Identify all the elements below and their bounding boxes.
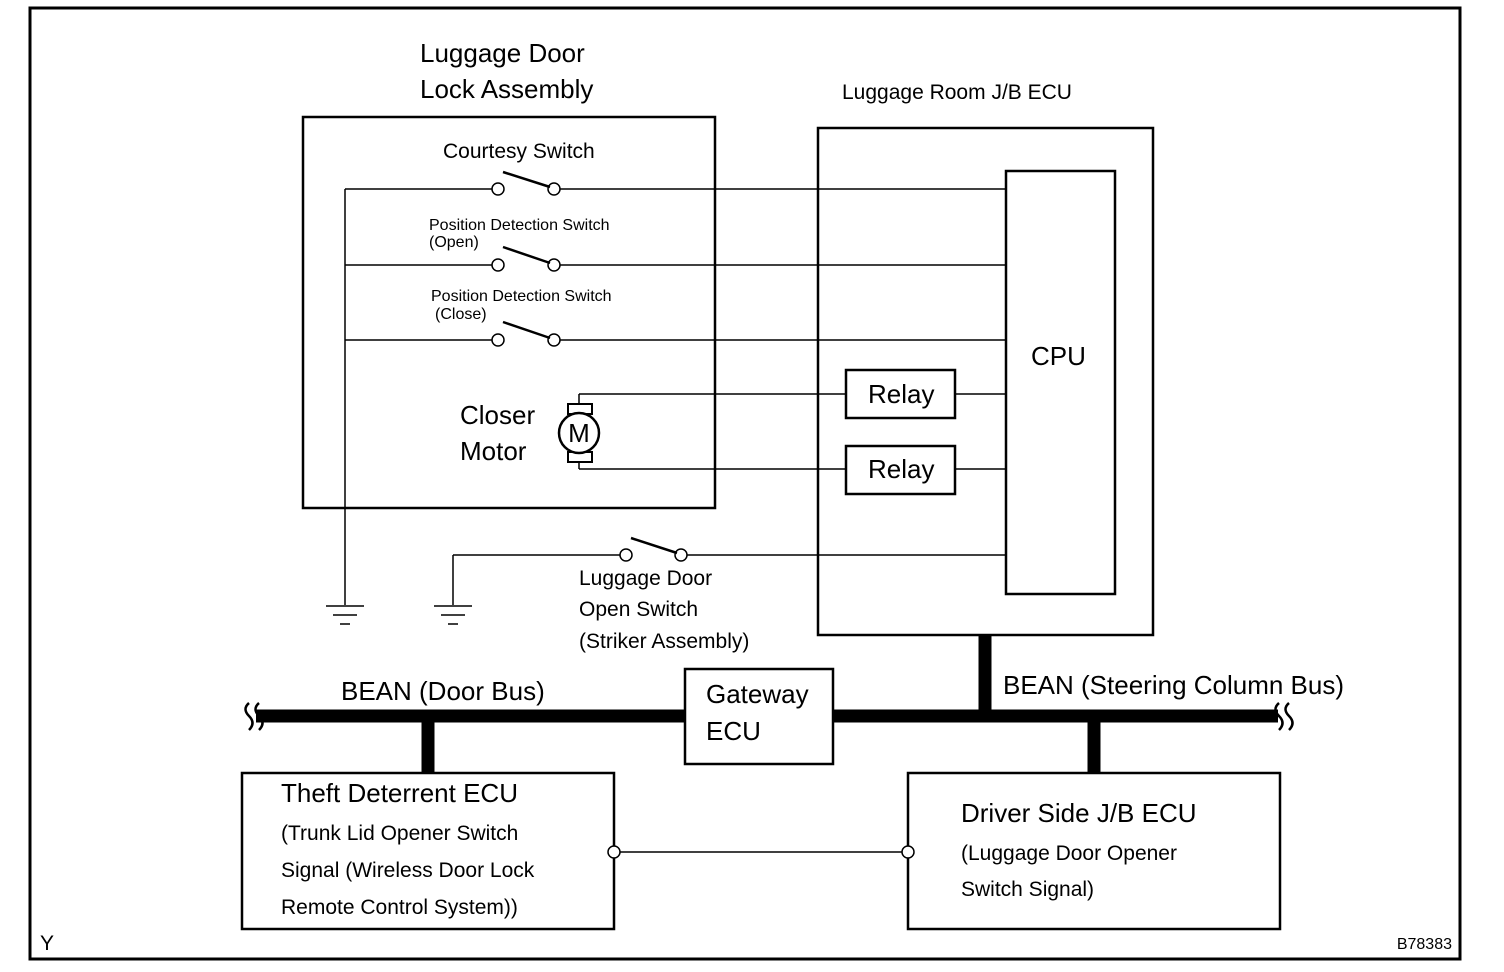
corner-label-left: Y: [40, 932, 54, 955]
open-switch-label-3: (Striker Assembly): [579, 630, 749, 653]
relay-1-label: Relay: [868, 379, 934, 409]
courtesy-switch-blade: [502, 170, 551, 189]
cpu-label: CPU: [1031, 341, 1086, 371]
steering-bus-continuation-mark: [1274, 702, 1294, 731]
pos-open-switch-blade: [502, 245, 551, 265]
theft-ecu-label-1: Theft Deterrent ECU: [281, 778, 518, 808]
motor-symbol-circle: [557, 411, 601, 455]
open-switch-terminal-b: [674, 548, 688, 562]
gateway-ecu-label-2: ECU: [706, 716, 761, 746]
lock-assembly-box: [301, 115, 717, 510]
theft-ecu-label-4: Remote Control System)): [281, 896, 518, 919]
theft-ecu-link-terminal: [607, 845, 621, 859]
pos-open-terminal-a: [491, 258, 505, 272]
pos-close-terminal-b: [547, 333, 561, 347]
courtesy-switch-terminal-a: [491, 182, 505, 196]
cpu-box: [1004, 169, 1117, 596]
pos-close-switch-blade: [502, 320, 551, 340]
steering-bus-label: BEAN (Steering Column Bus): [1003, 670, 1344, 700]
driver-ecu-link-terminal: [901, 845, 915, 859]
pos-close-terminal-a: [491, 333, 505, 347]
pos-open-switch-label-2: (Open): [429, 234, 479, 251]
driver-ecu-label-1: Driver Side J/B ECU: [961, 798, 1197, 828]
gateway-ecu-label-1: Gateway: [706, 679, 809, 709]
lock-assembly-title-2: Lock Assembly: [420, 74, 593, 104]
relay-2-box: [844, 444, 957, 496]
relay-2-label: Relay: [868, 454, 934, 484]
ground-symbol-right: [434, 605, 472, 625]
pos-open-switch-label-1: Position Detection Switch: [429, 217, 610, 234]
courtesy-switch-terminal-b: [547, 182, 561, 196]
pos-open-terminal-b: [547, 258, 561, 272]
theft-ecu-label-2: (Trunk Lid Opener Switch: [281, 822, 518, 845]
motor-symbol-letter: M: [568, 418, 590, 448]
theft-ecu-box: [240, 771, 616, 931]
courtesy-switch-label: Courtesy Switch: [443, 140, 595, 163]
driver-ecu-label-2: (Luggage Door Opener: [961, 842, 1177, 865]
figure-id: B78383: [1397, 936, 1452, 953]
outer-frame: [28, 6, 1462, 961]
open-switch-blade: [630, 536, 678, 555]
pos-close-switch-label-2: (Close): [435, 306, 487, 323]
motor-label-1: Closer: [460, 400, 535, 430]
theft-ecu-label-3: Signal (Wireless Door Lock: [281, 859, 535, 882]
pos-close-switch-label-1: Position Detection Switch: [431, 288, 612, 305]
open-switch-label-1: Luggage Door: [579, 567, 712, 590]
open-switch-terminal-a: [619, 548, 633, 562]
gateway-ecu-box: [683, 667, 835, 766]
open-switch-label-2: Open Switch: [579, 598, 698, 621]
motor-label-2: Motor: [460, 436, 527, 466]
jb-ecu-title: Luggage Room J/B ECU: [842, 81, 1072, 104]
door-bus-label: BEAN (Door Bus): [341, 676, 545, 706]
ground-symbol-left: [326, 605, 364, 625]
lock-assembly-title-1: Luggage Door: [420, 38, 585, 68]
door-bus-continuation-mark: [244, 702, 264, 731]
driver-ecu-box: [906, 771, 1282, 931]
driver-ecu-label-3: Switch Signal): [961, 878, 1094, 901]
